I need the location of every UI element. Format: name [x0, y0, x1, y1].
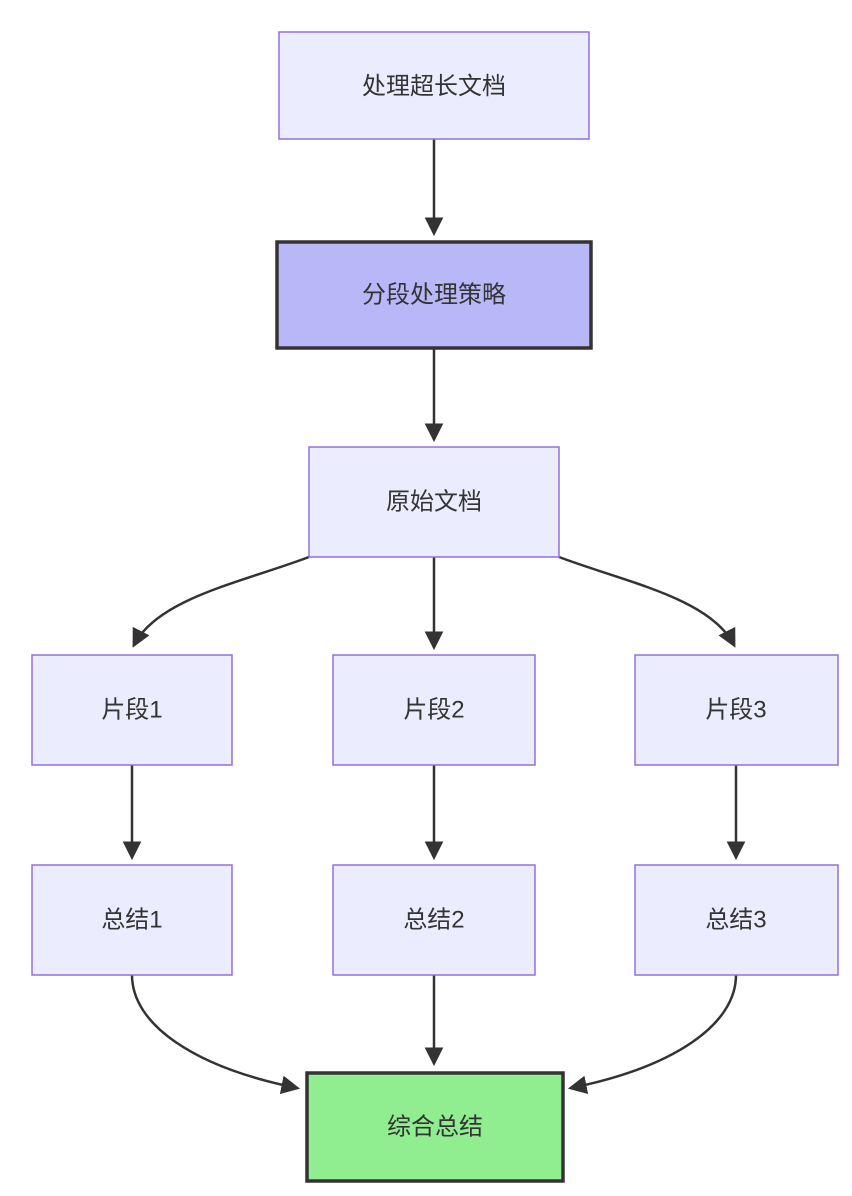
node-summary-3-label: 总结3: [705, 907, 766, 934]
node-original-doc-box: [308, 446, 560, 558]
node-fragment-1-box: [31, 654, 233, 766]
node-fragment-1-label: 片段1: [101, 697, 162, 724]
node-fragment-2-label: 片段2: [403, 697, 464, 724]
node-summary-2-box: [332, 864, 536, 976]
node-segment-strategy: 分段处理策略: [275, 240, 593, 350]
node-summary-2: 总结2: [332, 864, 536, 976]
node-original-doc-label: 原始文档: [386, 489, 482, 516]
edge-original-to-frag1: [132, 555, 310, 648]
node-fragment-2-box: [332, 654, 536, 766]
node-fragment-3: 片段3: [634, 654, 839, 766]
node-process-long-doc-label: 处理超长文档: [362, 73, 506, 100]
node-fragment-2: 片段2: [332, 654, 536, 766]
node-fragment-3-label: 片段3: [705, 697, 766, 724]
edge-sum1-to-final: [130, 974, 301, 1095]
node-summary-1-label: 总结1: [101, 907, 162, 934]
node-fragment-1: 片段1: [31, 654, 233, 766]
edge-sum3-to-final: [567, 974, 738, 1095]
edge-original-to-frag3: [558, 555, 736, 648]
node-segment-strategy-label: 分段处理策略: [362, 282, 506, 309]
node-original-doc: 原始文档: [308, 446, 560, 558]
node-summary-3-box: [634, 864, 839, 976]
node-segment-strategy-box: [275, 240, 593, 350]
edge-group: [122, 139, 746, 1095]
node-summary-3: 总结3: [634, 864, 839, 976]
node-fragment-3-box: [634, 654, 839, 766]
node-final-summary: 综合总结: [305, 1071, 565, 1183]
node-final-summary-label: 综合总结: [387, 1114, 483, 1141]
node-summary-2-label: 总结2: [403, 907, 464, 934]
node-final-summary-box: [305, 1071, 565, 1183]
node-summary-1-box: [31, 864, 233, 976]
node-process-long-doc: 处理超长文档: [278, 31, 590, 140]
node-process-long-doc-box: [278, 31, 590, 140]
node-summary-1: 总结1: [31, 864, 233, 976]
